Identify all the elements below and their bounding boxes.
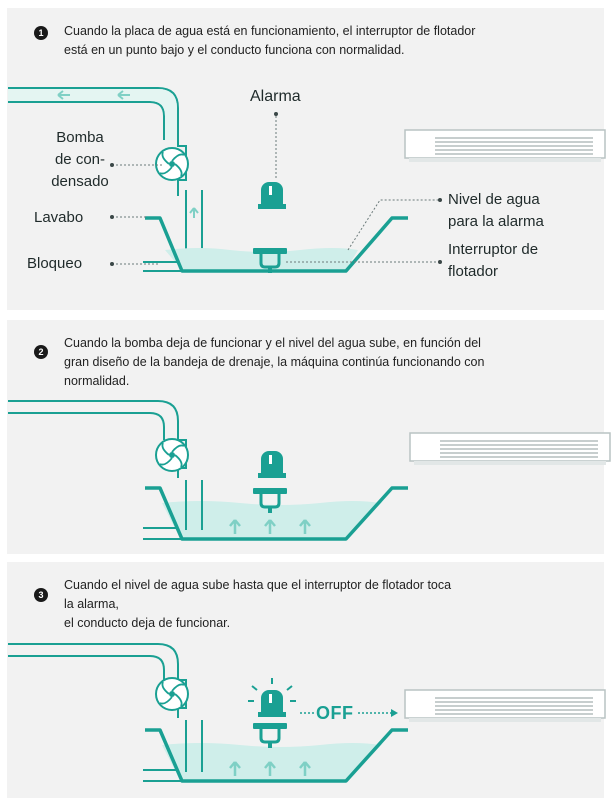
step-2-diagram (8, 400, 611, 541)
alarm-beacon-icon (258, 182, 286, 209)
step-2-caption-line-1: Cuando la bomba deja de funcionar y el n… (64, 336, 481, 350)
interruptor-label-line-1: Interruptor de (448, 241, 539, 258)
bomba-label-line-2: de con- (54, 151, 106, 168)
indoor-unit-icon (404, 129, 606, 163)
step-1-caption-line-1: Cuando la placa de agua está en funciona… (64, 24, 476, 38)
alarma-label: Alarma (250, 88, 301, 105)
step-3-caption-line-3: el conducto deja de funcionar. (64, 616, 231, 630)
step-2-caption-line-3: normalidad. (64, 374, 130, 388)
step-3-caption-line-2: la alarma, (64, 597, 119, 611)
step-1-diagram (8, 87, 606, 275)
step-1-caption-line-2: está en un punto bajo y el conducto func… (64, 43, 405, 57)
step-3-caption-line-1: Cuando el nivel de agua sube hasta que e… (64, 578, 452, 592)
off-label: OFF (316, 703, 354, 723)
bomba-label-line-1: Bomba (56, 129, 104, 146)
bloqueo-label: Bloqueo (27, 255, 83, 272)
bomba-label-line-3: densado (51, 173, 109, 190)
step-1-number: 1 (34, 26, 48, 40)
interruptor-label-line-2: flotador (448, 263, 499, 280)
condensate-pump-icon (155, 147, 189, 181)
nivel-label-line-2: para la alarma (448, 213, 544, 230)
step-3-number: 3 (34, 588, 48, 602)
step-2-number: 2 (34, 345, 48, 359)
step-3-diagram (8, 643, 606, 783)
lavabo-label: Lavabo (34, 209, 84, 226)
step-2-caption-line-2: gran diseño de la bandeja de drenaje, la… (64, 355, 485, 369)
nivel-label-line-1: Nivel de agua (448, 191, 540, 208)
